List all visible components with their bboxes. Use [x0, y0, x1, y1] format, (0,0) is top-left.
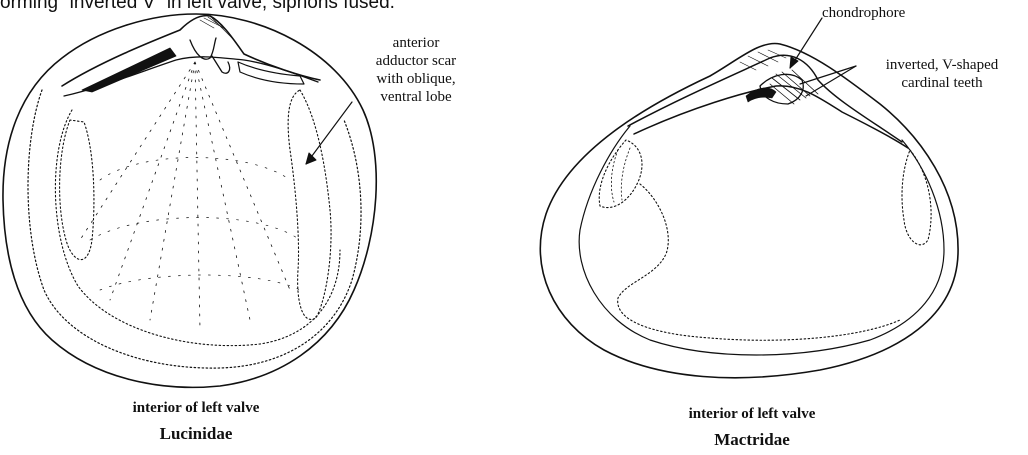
lucinidae-hinge-lower	[64, 57, 318, 96]
mactridae-shell	[540, 43, 958, 377]
lucinidae-shell	[3, 14, 376, 387]
cardinal-teeth-label: inverted, V-shaped cardinal teeth	[862, 56, 1022, 92]
lucinidae-callout-line: ventral lobe	[352, 88, 480, 106]
lucinidae-posterior-scar	[60, 120, 94, 260]
mactridae-posterior-scar	[599, 140, 642, 208]
lucinidae-family-name: Lucinidae	[160, 424, 233, 444]
lucinidae-growth-ring	[90, 158, 300, 291]
lucinidae-lateral-tooth	[82, 48, 176, 92]
lucinidae-anterior-scar	[288, 90, 331, 319]
mactridae-hinge-upper	[628, 55, 902, 142]
lucinidae-callout-label: anterior adductor scar with oblique, ven…	[352, 34, 480, 106]
lucinidae-callout-line: adductor scar	[352, 52, 480, 70]
lucinidae-inner-margin	[28, 90, 361, 368]
lucinidae-radial-ray	[80, 62, 290, 330]
mactridae-pallial-line	[618, 184, 900, 340]
lucinidae-cardinal-teeth	[190, 38, 230, 73]
mactridae-anterior-scar	[902, 150, 931, 245]
cardinal-teeth-label-line: cardinal teeth	[862, 74, 1022, 92]
lucinidae-view-caption: interior of left valve	[133, 400, 260, 417]
chondrophore-label: chondrophore	[822, 4, 905, 22]
lucinidae-callout-line: with oblique,	[352, 70, 480, 88]
lucinidae-hinge	[62, 16, 320, 86]
mactridae-inner-margin	[579, 126, 944, 355]
lucinidae-callout-arrow	[306, 102, 352, 164]
mactridae-family-name: Mactridae	[714, 430, 790, 450]
lucinidae-callout-line: anterior	[352, 34, 480, 52]
cardinal-teeth-label-line: inverted, V-shaped	[862, 56, 1022, 74]
mactridae-view-caption: interior of left valve	[689, 406, 816, 423]
